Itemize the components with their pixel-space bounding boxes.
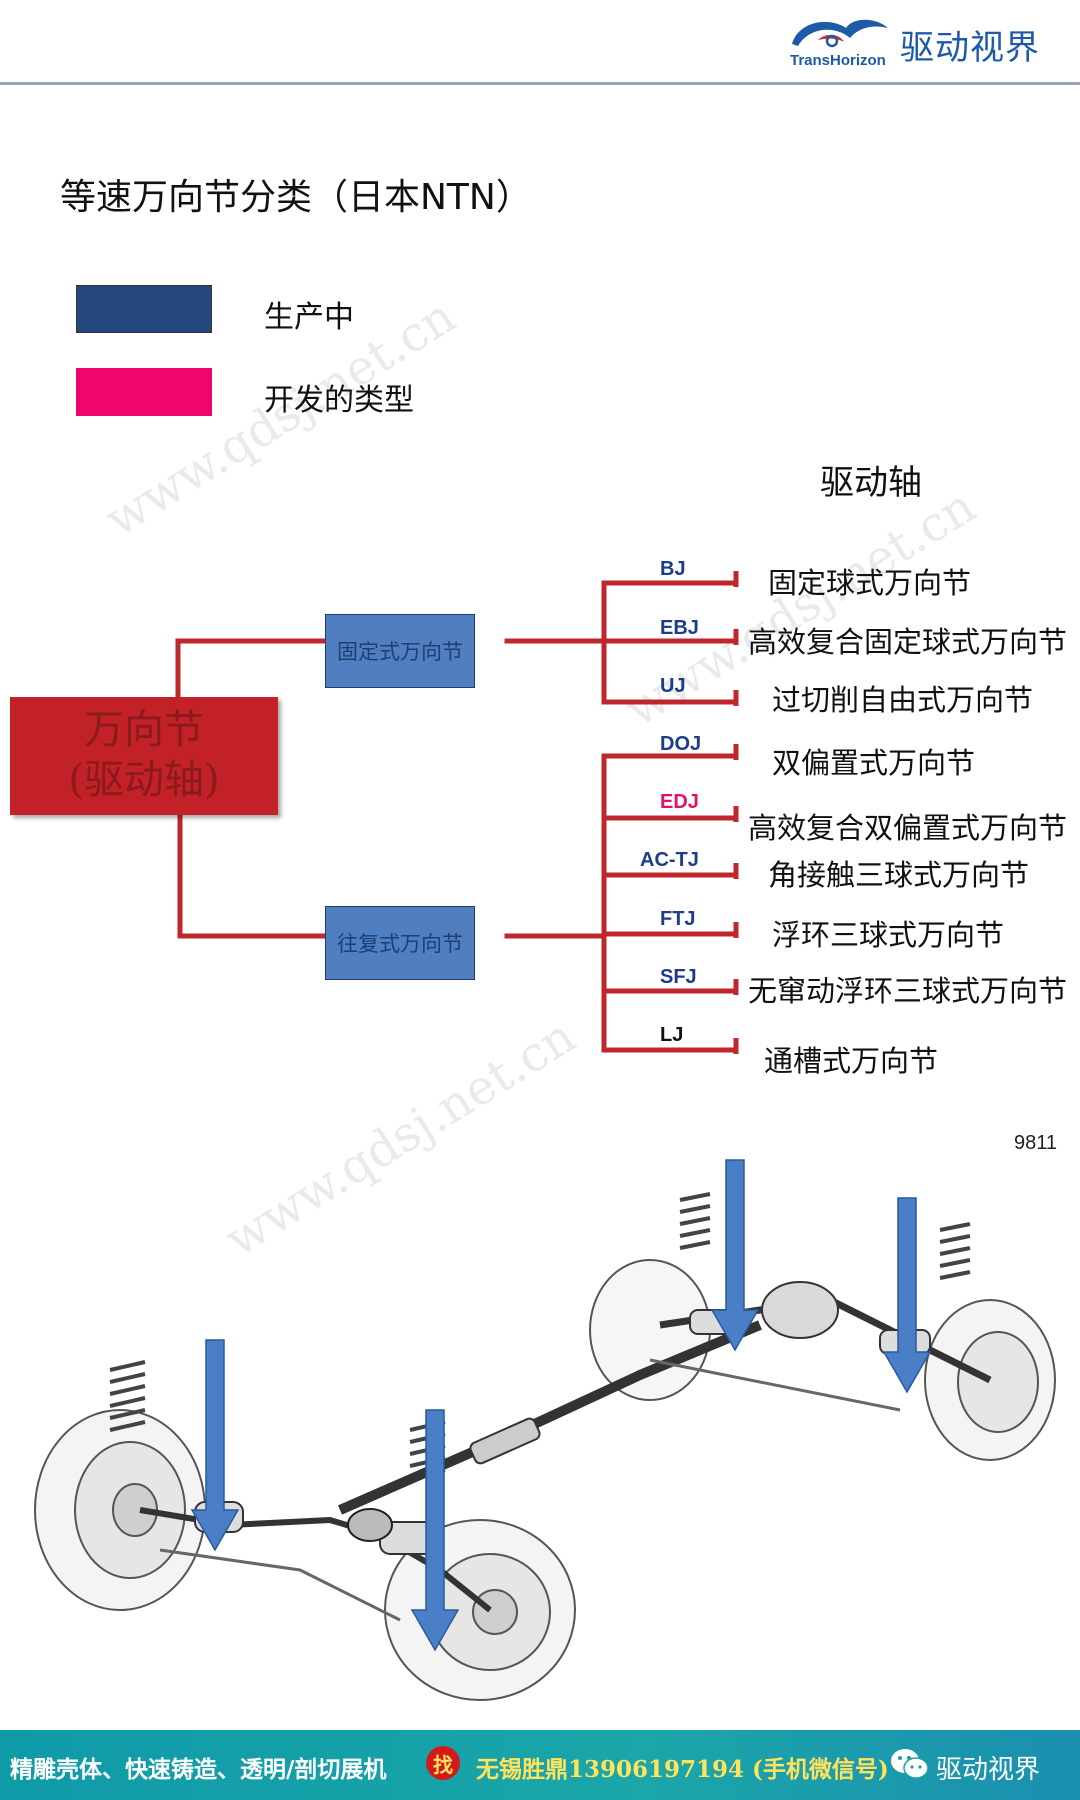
leaf-code-lj: LJ bbox=[660, 1024, 684, 1046]
footer-badge: 找 bbox=[426, 1746, 460, 1780]
footer-contact-text: 无锡胜鼎13906197194 (手机微信号) bbox=[476, 1756, 889, 1783]
wechat-icon bbox=[891, 1749, 929, 1779]
branch-node-plunging: 往复式万向节 bbox=[325, 906, 475, 980]
joint-location-arrows bbox=[190, 1159, 932, 1652]
leaf-code-sfj: SFJ bbox=[660, 966, 697, 988]
leaf-code-actj: AC-TJ bbox=[640, 849, 699, 871]
footer-brand: 驱动视界 bbox=[936, 1755, 1041, 1785]
root-node-universal-joint: 万向节 (驱动轴) bbox=[10, 697, 278, 815]
branch-node-fixed: 固定式万向节 bbox=[325, 614, 475, 688]
leaf-code-ebj: EBJ bbox=[660, 617, 699, 639]
legend-label-production: 生产中 bbox=[264, 300, 354, 335]
root-label-line2: (驱动轴) bbox=[68, 757, 220, 803]
leaf-code-bj: BJ bbox=[660, 558, 686, 580]
leaf-name-ftj: 浮环三球式万向节 bbox=[772, 918, 1005, 952]
leaf-code-uj: UJ bbox=[660, 675, 686, 697]
logo-text-en: TransHorizon bbox=[790, 52, 886, 69]
leaf-name-bj: 固定球式万向节 bbox=[768, 566, 972, 600]
root-label-line1: 万向节 bbox=[84, 707, 204, 753]
logo-text-cn: 驱动视界 bbox=[900, 28, 1040, 68]
leaf-name-edj: 高效复合双偏置式万向节 bbox=[748, 811, 1068, 845]
leaf-name-doj: 双偏置式万向节 bbox=[772, 746, 976, 780]
leaf-code-doj: DOJ bbox=[660, 733, 702, 755]
legend-label-development: 开发的类型 bbox=[264, 383, 414, 418]
leaf-code-ftj: FTJ bbox=[660, 908, 696, 930]
leaf-code-edj: EDJ bbox=[660, 791, 699, 813]
header-divider bbox=[0, 82, 1080, 85]
leaf-name-ebj: 高效复合固定球式万向节 bbox=[748, 625, 1068, 659]
leaf-name-actj: 角接触三球式万向节 bbox=[768, 858, 1030, 892]
transhorizon-logo-icon bbox=[792, 19, 888, 48]
leaf-name-uj: 过切削自由式万向节 bbox=[772, 683, 1034, 717]
column-title: 驱动轴 bbox=[820, 463, 922, 503]
figure-reference-number: 9811 bbox=[1014, 1132, 1058, 1154]
footer-promo-text: 精雕壳体、快速铸造、透明/剖切展机 bbox=[10, 1756, 387, 1783]
legend-swatch-production bbox=[76, 285, 212, 333]
page-title: 等速万向节分类（日本NTN） bbox=[60, 177, 532, 218]
leaf-name-lj: 通槽式万向节 bbox=[764, 1044, 939, 1078]
legend-swatch-development bbox=[76, 368, 212, 416]
leaf-name-sfj: 无窜动浮环三球式万向节 bbox=[748, 974, 1068, 1008]
